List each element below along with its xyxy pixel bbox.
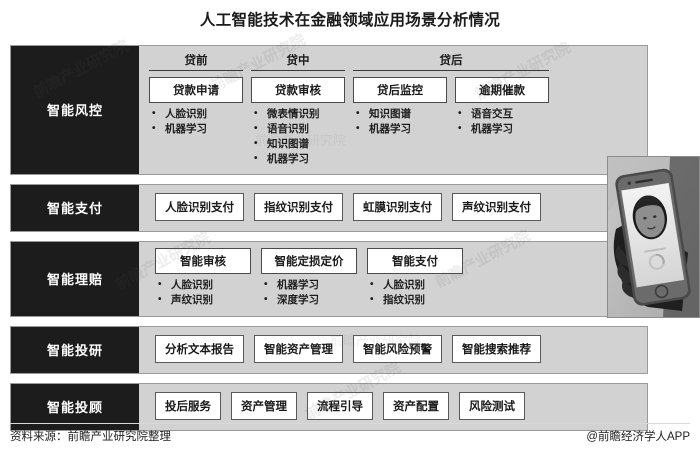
card-overdue-collection[interactable]: 逾期催款 语音交互 机器学习 — [455, 77, 549, 137]
list-item: 微表情识别 — [251, 107, 345, 122]
row-body: 人脸识别支付 指纹识别支付 虹膜识别支付 声纹识别支付 — [139, 184, 647, 231]
phase-in-loan: 贷中 贷款审核 微表情识别 语音识别 知识图谱 机器学习 — [247, 52, 349, 167]
card-item-list: 语音交互 机器学习 — [455, 107, 549, 137]
card-title: 贷后监控 — [353, 77, 447, 103]
pill-item[interactable]: 虹膜识别支付 — [353, 193, 442, 222]
card-title: 智能定损定价 — [261, 247, 357, 274]
row-label-smart-payment: 智能支付 — [11, 184, 139, 231]
phase-group: 贷前 贷款申请 人脸识别 机器学习 贷中 — [145, 52, 641, 167]
source-note: 资料来源：前瞻产业研究院整理 — [10, 431, 171, 443]
card-loan-application[interactable]: 贷款申请 人脸识别 机器学习 — [149, 77, 243, 137]
group-smart-review[interactable]: 智能审核 人脸识别 声纹识别 — [155, 247, 251, 308]
list-item: 知识图谱 — [251, 137, 345, 152]
row-body: 分析文本报告 智能资产管理 智能风险预警 智能搜索推荐 — [139, 326, 647, 373]
group-container: 智能审核 人脸识别 声纹识别 智能定损定价 机器学习 深度学习 — [145, 247, 641, 308]
pill-group: 人脸识别支付 指纹识别支付 虹膜识别支付 声纹识别支付 — [145, 191, 541, 223]
card-loan-review[interactable]: 贷款审核 微表情识别 语音识别 知识图谱 机器学习 — [251, 77, 345, 167]
list-item: 知识图谱 — [353, 107, 447, 122]
row-label-smart-claims: 智能理赔 — [11, 241, 139, 316]
card-item-list: 人脸识别 声纹识别 — [155, 278, 251, 308]
pill-item[interactable]: 流程引导 — [307, 392, 373, 421]
list-item: 指纹识别 — [367, 293, 463, 308]
card-post-loan-monitoring[interactable]: 贷后监控 知识图谱 机器学习 — [353, 77, 447, 137]
card-title: 贷款申请 — [149, 77, 243, 103]
list-item: 声纹识别 — [155, 293, 251, 308]
phone-photo-illustration — [608, 157, 699, 317]
pill-item[interactable]: 智能资产管理 — [254, 335, 343, 364]
card-item-list: 机器学习 深度学习 — [261, 278, 357, 308]
list-item: 机器学习 — [251, 152, 345, 167]
table-row: 智能理赔 智能审核 人脸识别 声纹识别 智能定损定价 机器学习 — [10, 240, 648, 317]
phase-heading: 贷后 — [353, 52, 549, 71]
list-item: 人脸识别 — [155, 278, 251, 293]
row-body: 智能审核 人脸识别 声纹识别 智能定损定价 机器学习 深度学习 — [139, 241, 647, 316]
list-item: 深度学习 — [261, 293, 357, 308]
page-title: 人工智能技术在金融领域应用场景分析情况 — [199, 12, 501, 29]
footer-divider — [10, 423, 690, 424]
list-item: 机器学习 — [455, 122, 549, 137]
row-label-risk-control: 智能风控 — [11, 46, 139, 174]
card-title: 智能支付 — [367, 247, 463, 274]
pill-item[interactable]: 人脸识别支付 — [155, 193, 244, 222]
card-item-list: 人脸识别 指纹识别 — [367, 278, 463, 308]
pill-item[interactable]: 智能搜索推荐 — [452, 335, 541, 364]
list-item: 语音交互 — [455, 107, 549, 122]
table-row: 智能风控 贷前 贷款申请 人脸识别 机器学习 — [10, 45, 648, 175]
table-row: 智能支付 人脸识别支付 指纹识别支付 虹膜识别支付 声纹识别支付 — [10, 183, 648, 232]
group-smart-loss-pricing[interactable]: 智能定损定价 机器学习 深度学习 — [261, 247, 357, 308]
list-item: 机器学习 — [261, 278, 357, 293]
phase-heading: 贷中 — [251, 52, 345, 71]
pill-item[interactable]: 投后服务 — [155, 392, 221, 421]
credit-note: @前瞻经济学人APP — [586, 431, 690, 443]
card-item-list: 微表情识别 语音识别 知识图谱 机器学习 — [251, 107, 345, 167]
group-smart-payment[interactable]: 智能支付 人脸识别 指纹识别 — [367, 247, 463, 308]
pill-item[interactable]: 风险测试 — [459, 392, 525, 421]
pill-item[interactable]: 资产管理 — [231, 392, 297, 421]
list-item: 语音识别 — [251, 122, 345, 137]
card-title: 逾期催款 — [455, 77, 549, 103]
card-item-list: 知识图谱 机器学习 — [353, 107, 447, 137]
list-item: 人脸识别 — [149, 107, 243, 122]
list-item: 机器学习 — [353, 122, 447, 137]
pill-group: 投后服务 资产管理 流程引导 资产配置 风险测试 — [145, 390, 525, 422]
pill-item[interactable]: 资产配置 — [383, 392, 449, 421]
pill-item[interactable]: 声纹识别支付 — [452, 193, 541, 222]
face-recognition-phone-photo — [607, 156, 700, 318]
row-label-smart-advisory: 智能投顾 — [11, 383, 139, 430]
row-body: 投后服务 资产管理 流程引导 资产配置 风险测试 — [139, 383, 647, 430]
list-item: 机器学习 — [149, 122, 243, 137]
card-title: 智能审核 — [155, 247, 251, 274]
phase-post-loan: 贷后 贷后监控 知识图谱 机器学习 逾期催款 — [349, 52, 553, 137]
card-title: 贷款审核 — [251, 77, 345, 103]
pill-item[interactable]: 指纹识别支付 — [254, 193, 343, 222]
pill-group: 分析文本报告 智能资产管理 智能风险预警 智能搜索推荐 — [145, 333, 541, 365]
phase-pre-loan: 贷前 贷款申请 人脸识别 机器学习 — [145, 52, 247, 137]
table-row: 智能投研 分析文本报告 智能资产管理 智能风险预警 智能搜索推荐 — [10, 325, 648, 374]
matrix-container: 智能风控 贷前 贷款申请 人脸识别 机器学习 — [10, 45, 648, 440]
row-body: 贷前 贷款申请 人脸识别 机器学习 贷中 — [139, 46, 647, 174]
pill-item[interactable]: 智能风险预警 — [353, 335, 442, 364]
phase-heading: 贷前 — [149, 52, 243, 71]
table-row: 智能投顾 投后服务 资产管理 流程引导 资产配置 风险测试 — [10, 382, 648, 431]
footer: 资料来源：前瞻产业研究院整理 @前瞻经济学人APP — [0, 428, 700, 444]
list-item: 人脸识别 — [367, 278, 463, 293]
pill-item[interactable]: 分析文本报告 — [155, 335, 244, 364]
card-item-list: 人脸识别 机器学习 — [149, 107, 243, 137]
row-label-smart-research: 智能投研 — [11, 326, 139, 373]
